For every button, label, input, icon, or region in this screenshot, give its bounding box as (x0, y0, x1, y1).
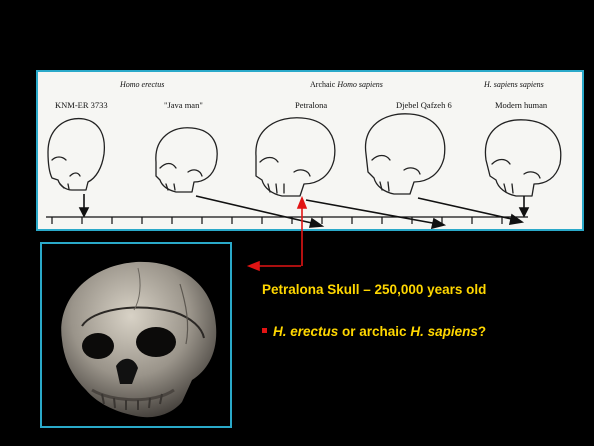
bullet-text-question-mark: ? (478, 324, 486, 339)
bullet-marker (262, 328, 267, 333)
bullet-text-erectus: H. erectus (273, 324, 338, 339)
petralona-skull-photo (40, 242, 232, 428)
bullet-text-or-archaic: or archaic (338, 324, 410, 339)
bullet-text-sapiens: H. sapiens (410, 324, 478, 339)
question-bullet: H. erectus or archaic H. sapiens? (262, 324, 486, 339)
skull-caption: Petralona Skull – 250,000 years old (262, 282, 486, 297)
